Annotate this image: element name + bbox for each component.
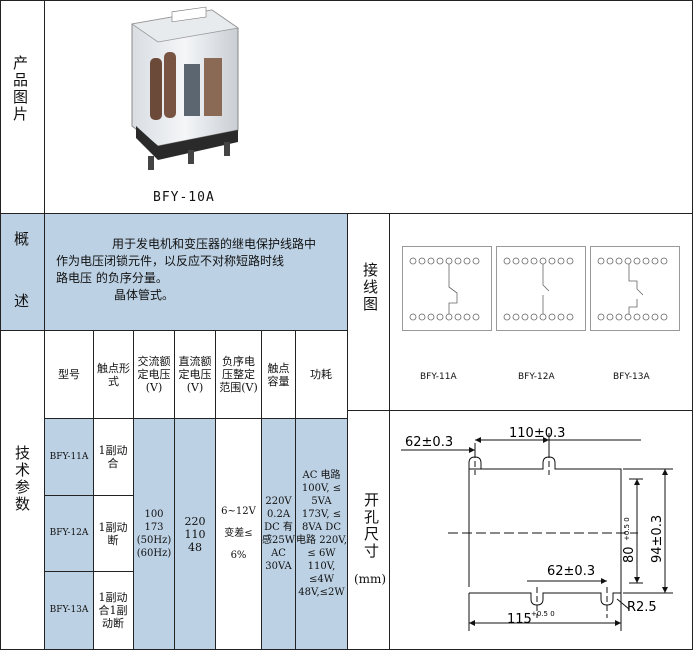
dim-height-inner: 80 [622,546,637,563]
model-column-bg [45,418,93,649]
spec-row-line-1 [45,495,133,496]
spec-row-line-2 [45,571,133,572]
row-3-model: BFY-13A [49,605,89,615]
row-1-model: BFY-11A [49,451,89,462]
dim-top-span: 110±0.3 [509,426,565,441]
power-value: AC 电路 100V, ≤ 5VA 173V, ≤ 8VA DC 电路 220V… [296,470,347,598]
wiring-diagram-2 [496,246,586,331]
header-ac-voltage: 交流额定电压(V) [137,355,171,394]
wiring-label: 接线图 [361,262,379,313]
wiring-cutout-divider [347,410,693,411]
spec-col-line-4 [215,331,216,649]
header-power: 功耗 [310,368,332,381]
capacity-column-bg [261,418,295,649]
cutout-label: 开孔尺寸 [357,492,385,560]
photo-label: 产品图片 [11,55,29,123]
row-3-contact: 1副动合1副动断 [98,591,128,630]
overview-line-3: 路电压 的负序分量。 [56,271,168,285]
dim-width: 115 [507,612,532,627]
wiring-diagram-3 [590,246,680,331]
dc-voltage-value: 220 110 48 [184,514,206,554]
dim-width-tol: +0.5 0 [531,610,555,618]
wiring-diagram-1 [402,246,492,331]
spec-col-line-2 [133,331,134,649]
spec-col-line-5 [261,331,262,649]
overview-label-2: 述 [14,292,30,310]
header-neg-range: 负序电压整定范围(V) [219,355,258,394]
dim-height-outer: 94±0.3 [650,515,665,563]
right-label-divider [389,213,390,650]
header-model: 型号 [58,368,80,381]
cutout-drawing: 62±0.3 110±0.3 62±0.3 115 +0.5 0 R2.5 80… [393,413,691,647]
wiring-caption-2: BFY-12A [518,372,555,382]
border-top [0,0,693,1]
product-photo [128,6,240,174]
cutout-label-text: 开孔尺寸 [362,492,380,560]
header-contact: 触点形式 [97,361,130,388]
product-caption: BFY-10A [153,190,215,205]
dim-top-offset: 62±0.3 [405,435,453,450]
overview-background [1,214,347,330]
ac-voltage-value: 100 173 (50Hz) (60Hz) [136,509,172,559]
row-1-contact: 1副动合 [98,444,128,470]
center-divider [347,213,348,650]
overview-text: 用于发电机和变压器的继电保护线路中 作为电压闭锁元件，以反应不对称短路时线 路电… [56,236,346,304]
overview-inner-line [44,214,45,330]
spec-col-line-1 [93,331,94,649]
dim-bottom-offset: 62±0.3 [547,564,595,579]
overview-line-2: 作为电压闭锁元件，以反应不对称短路时线 [56,254,285,268]
capacity-value: 220V 0.2A DC 有感25W AC 30VA [262,496,296,572]
wiring-caption-3: BFY-13A [613,372,650,382]
border-left [0,0,1,650]
spec-label: 技术参数 [13,445,31,513]
wiring-caption-1: BFY-11A [420,372,457,382]
divider-photo [0,213,693,214]
row-2-contact: 1副动断 [98,520,128,547]
overview-label-1: 概 [14,230,30,248]
dc-column-bg [174,418,215,649]
dim-height-inner-tol: +0.5 0 [623,517,631,541]
cutout-unit: (mm) [353,572,387,586]
spec-col-line-3 [174,331,175,649]
power-column-bg [295,418,347,649]
dim-radius: R2.5 [627,600,657,615]
row-2-model: BFY-12A [49,528,89,538]
overview-line-4: 晶体管式。 [114,288,175,302]
overview-bottom-line [0,330,347,331]
header-dc-voltage: 直流额定电压(V) [178,355,212,394]
spec-header-line [45,418,347,419]
header-capacity: 触点容量 [267,361,290,388]
neg-range-value: 6~12V 变差≤ 6% [221,506,256,561]
ac-column-bg [133,418,174,649]
spec-col-line-6 [295,331,296,649]
overview-line-1: 用于发电机和变压器的继电保护线路中 [112,237,317,251]
